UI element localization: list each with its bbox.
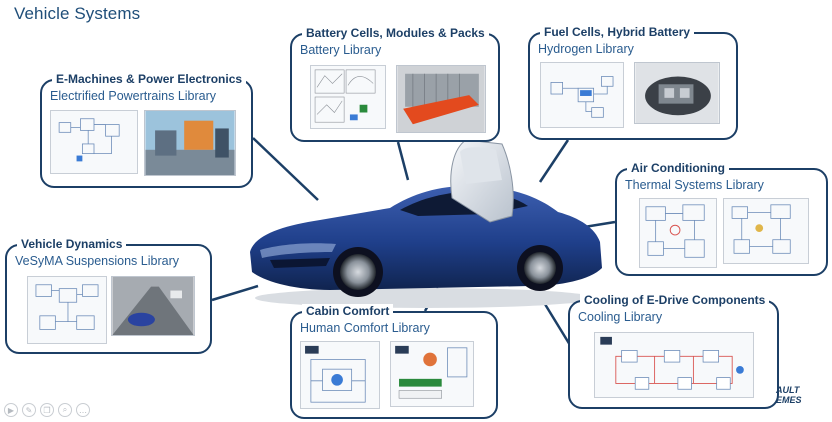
battery-heading: Battery Cells, Modules & Packs — [302, 26, 489, 40]
pen-icon[interactable]: ✎ — [22, 403, 36, 417]
cooling-heading: Cooling of E-Drive Components — [580, 293, 770, 307]
battery-panel: Battery Cells, Modules & Packs Battery L… — [290, 26, 500, 142]
dynamics-library: VeSyMA Suspensions Library — [15, 254, 179, 268]
emachines-diagram-thumbnail — [50, 110, 138, 174]
fuelcells-panel: Fuel Cells, Hybrid Battery Hydrogen Libr… — [528, 25, 738, 140]
dynamics-photo — [111, 276, 195, 336]
cabin-heading: Cabin Comfort — [302, 304, 394, 318]
cabin-panel: Cabin Comfort Human Comfort Library — [290, 304, 498, 419]
aircon-library: Thermal Systems Library — [625, 178, 764, 192]
logo-line-2: EMES — [776, 395, 802, 405]
dynamics-diagram-thumbnail — [27, 276, 107, 344]
emachines-panel: E-Machines & Power Electronics Electrifi… — [40, 72, 253, 188]
cooling-library: Cooling Library — [578, 310, 663, 324]
car-illustration — [240, 140, 610, 315]
more-icon[interactable]: … — [76, 403, 90, 417]
cooling-panel: Cooling of E-Drive Components Cooling Li… — [568, 293, 779, 409]
play-icon[interactable]: ▶ — [4, 403, 18, 417]
emachines-library: Electrified Powertrains Library — [50, 89, 217, 103]
logo-line-1: AULT — [776, 385, 800, 395]
emachines-photo — [144, 110, 236, 176]
battery-photo — [396, 65, 486, 133]
copy-icon[interactable]: ❐ — [40, 403, 54, 417]
aircon-diagram-thumbnail — [639, 198, 717, 268]
cabin-diagram-thumbnail — [300, 341, 380, 409]
slideshow-controls: ▶ ✎ ❐ ⌕ … — [4, 403, 90, 417]
cabin-library: Human Comfort Library — [300, 321, 430, 335]
page-title: Vehicle Systems — [14, 4, 141, 23]
cabin-diagram-thumbnail-2 — [390, 341, 474, 407]
dynamics-panel: Vehicle Dynamics VeSyMA Suspensions Libr… — [5, 237, 212, 354]
company-logo: AULT EMES — [776, 385, 802, 405]
emachines-heading: E-Machines & Power Electronics — [52, 72, 247, 86]
fuelcells-diagram-thumbnail — [540, 62, 624, 128]
fuelcells-photo — [634, 62, 720, 124]
aircon-diagram-thumbnail-2 — [723, 198, 809, 264]
battery-diagram-thumbnail — [310, 65, 386, 129]
fuelcells-heading: Fuel Cells, Hybrid Battery — [540, 25, 695, 39]
dynamics-heading: Vehicle Dynamics — [17, 237, 127, 251]
cooling-diagram-thumbnail — [594, 332, 754, 398]
zoom-icon[interactable]: ⌕ — [58, 403, 72, 417]
aircon-heading: Air Conditioning — [627, 161, 729, 175]
aircon-panel: Air Conditioning Thermal Systems Library — [615, 161, 828, 276]
battery-library: Battery Library — [300, 43, 382, 57]
fuelcells-library: Hydrogen Library — [538, 42, 634, 56]
